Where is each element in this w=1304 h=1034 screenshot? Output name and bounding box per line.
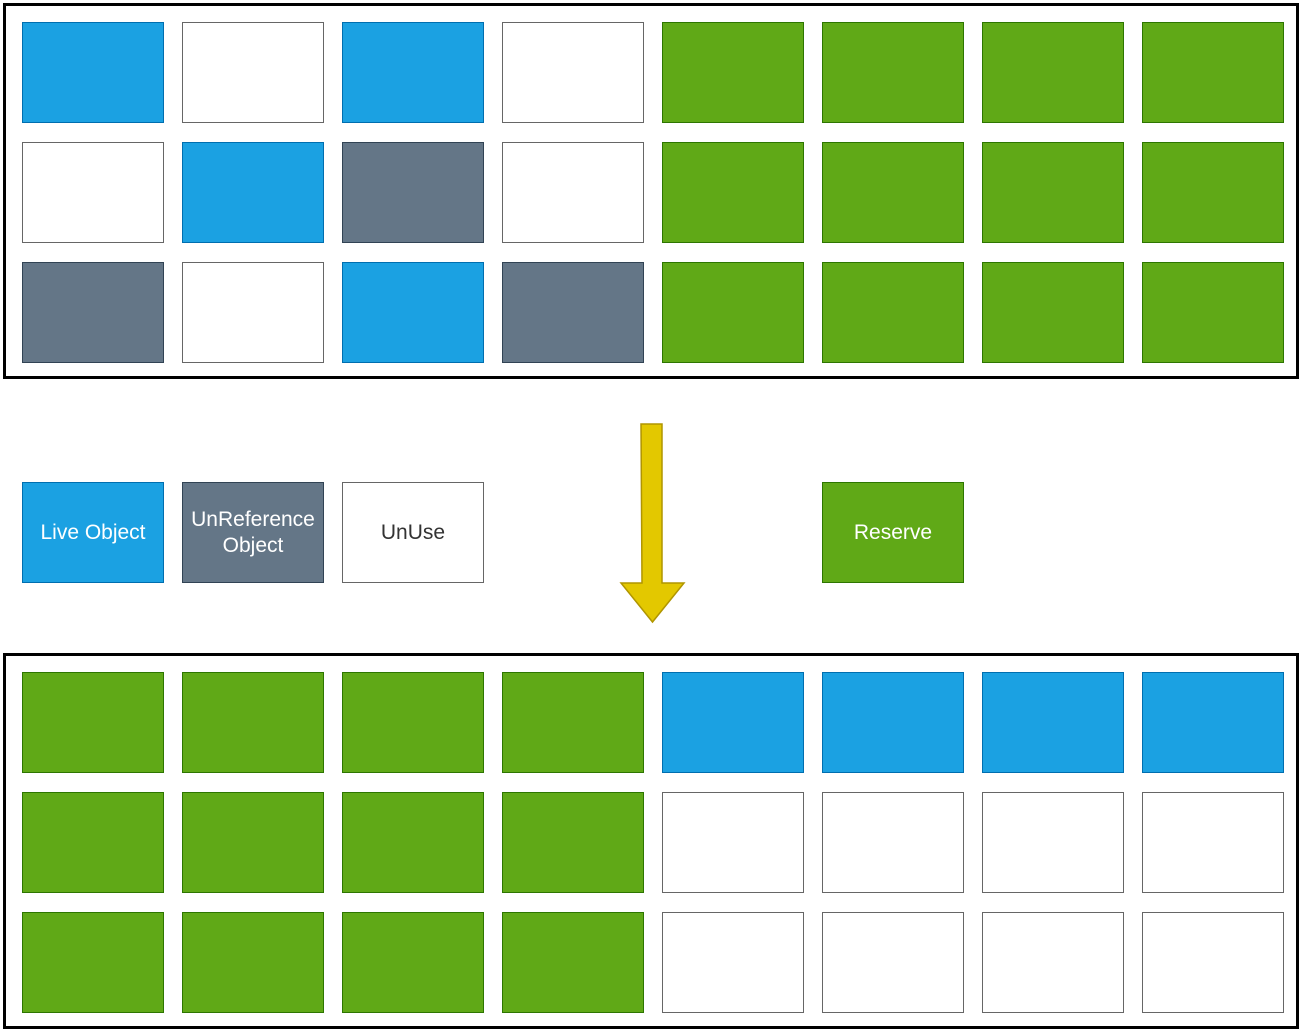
after-block-reserve — [22, 672, 164, 773]
before-block-live — [342, 262, 484, 363]
before-block-reserve — [822, 142, 964, 243]
before-block-unref — [502, 262, 644, 363]
after-block-unuse — [982, 912, 1124, 1013]
after-block-reserve — [502, 912, 644, 1013]
heap-after-panel — [3, 653, 1299, 1029]
after-block-live — [982, 672, 1124, 773]
after-block-unuse — [1142, 912, 1284, 1013]
legend-reserve: Reserve — [822, 482, 964, 583]
before-block-unref — [22, 262, 164, 363]
after-block-reserve — [502, 792, 644, 893]
before-block-unuse — [182, 22, 324, 123]
before-block-reserve — [982, 262, 1124, 363]
before-block-reserve — [822, 22, 964, 123]
after-block-unuse — [662, 792, 804, 893]
after-block-reserve — [22, 912, 164, 1013]
legend-reserve-label: Reserve — [853, 520, 933, 544]
after-block-reserve — [342, 672, 484, 773]
before-block-reserve — [982, 142, 1124, 243]
legend-live-object-label: Live Object — [40, 520, 146, 544]
before-block-reserve — [1142, 142, 1284, 243]
legend-unuse-label: UnUse — [380, 520, 446, 544]
before-block-reserve — [822, 262, 964, 363]
legend-unuse: UnUse — [342, 482, 484, 583]
before-block-unref — [342, 142, 484, 243]
before-block-unuse — [182, 262, 324, 363]
transition-arrow-icon — [619, 423, 686, 624]
before-block-unuse — [502, 22, 644, 123]
before-block-unuse — [22, 142, 164, 243]
heap-before-panel — [3, 3, 1299, 379]
after-block-reserve — [502, 672, 644, 773]
after-block-unuse — [822, 912, 964, 1013]
after-block-reserve — [22, 792, 164, 893]
after-block-unuse — [1142, 792, 1284, 893]
after-block-live — [822, 672, 964, 773]
after-block-reserve — [342, 792, 484, 893]
before-block-unuse — [502, 142, 644, 243]
before-block-live — [342, 22, 484, 123]
after-block-reserve — [182, 912, 324, 1013]
before-block-reserve — [1142, 22, 1284, 123]
legend-live-object: Live Object — [22, 482, 164, 583]
legend-unreference-object-label: UnReference Object — [191, 507, 315, 557]
before-block-reserve — [662, 142, 804, 243]
after-block-unuse — [982, 792, 1124, 893]
after-block-unuse — [662, 912, 804, 1013]
after-block-unuse — [822, 792, 964, 893]
after-block-live — [1142, 672, 1284, 773]
after-block-reserve — [182, 672, 324, 773]
before-block-live — [182, 142, 324, 243]
after-block-reserve — [182, 792, 324, 893]
before-block-reserve — [662, 262, 804, 363]
after-block-reserve — [342, 912, 484, 1013]
before-block-reserve — [1142, 262, 1284, 363]
before-block-live — [22, 22, 164, 123]
legend-unreference-object: UnReference Object — [182, 482, 324, 583]
before-block-reserve — [662, 22, 804, 123]
after-block-live — [662, 672, 804, 773]
before-block-reserve — [982, 22, 1124, 123]
